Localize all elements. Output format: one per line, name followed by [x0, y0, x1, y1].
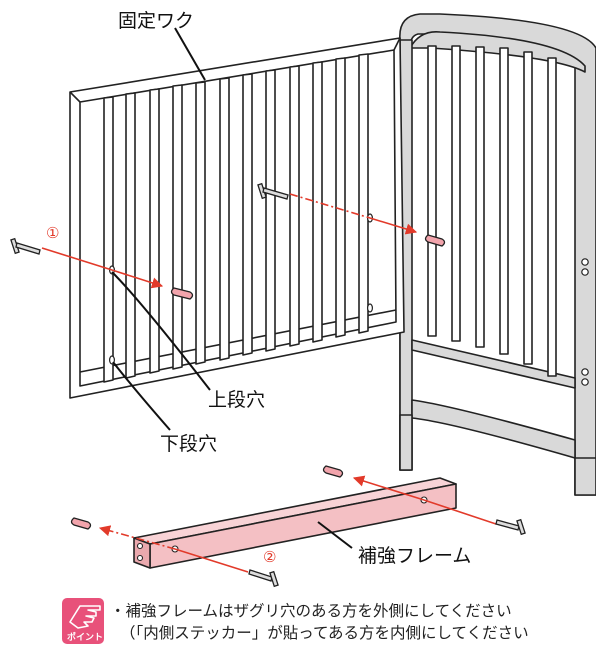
point-badge: ポイント: [62, 598, 104, 644]
leader-lines: [111, 27, 353, 549]
pointing-hand-icon: [69, 605, 101, 629]
point-badge-label: ポイント: [67, 631, 103, 643]
point-note-line1: ・補強フレームはザグリ穴のある方を外側にしてください: [110, 602, 512, 620]
dowel-pins: [70, 234, 446, 530]
step-two-marker: ②: [263, 548, 276, 566]
fixed-frame-panel: [69, 37, 405, 399]
assembly-arrows: [41, 193, 497, 573]
label-upper-hole: 上段穴: [208, 389, 265, 411]
label-reinforce-frame: 補強フレーム: [358, 545, 471, 567]
bolt-upper-left: [10, 237, 41, 255]
step-one-marker: ①: [46, 224, 59, 242]
bolt-lower-center: [248, 569, 279, 588]
label-fixed-frame: 固定ワク: [118, 10, 194, 32]
bolt-lower-right: [495, 518, 526, 536]
point-note-line2: （「内側ステッカー」が貼ってある方を内側にしてください: [120, 624, 529, 642]
label-lower-hole: 下段穴: [160, 433, 217, 455]
bolt-upper-center: [257, 182, 289, 200]
reinforcement-frame: [133, 477, 457, 569]
crib-side-panel: [399, 13, 596, 496]
